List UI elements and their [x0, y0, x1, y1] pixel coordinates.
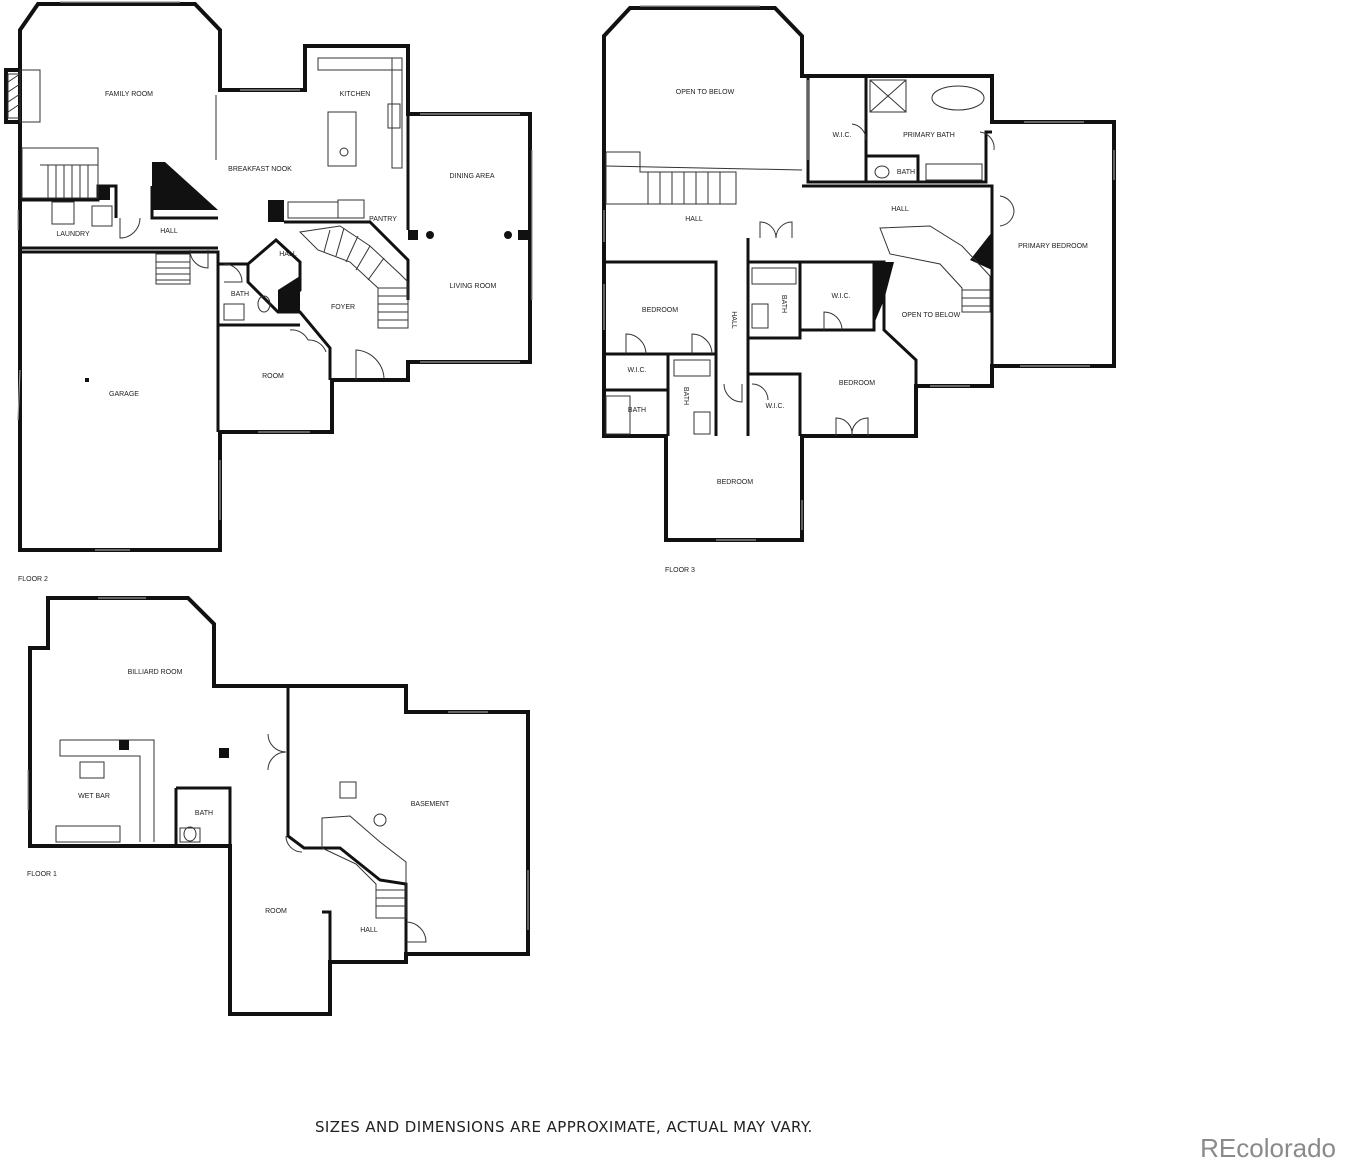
room-label: HALL — [730, 311, 737, 329]
wall-pillar-4 — [278, 276, 300, 312]
room-label: ROOM — [262, 373, 284, 380]
room-label: BREAKFAST NOOK — [228, 166, 292, 173]
room-label: BEDROOM — [717, 479, 753, 486]
room-label: BILLIARD ROOM — [128, 669, 183, 676]
disclaimer-text: SIZES AND DIMENSIONS ARE APPROXIMATE, AC… — [315, 1118, 813, 1136]
room-label: BEDROOM — [642, 307, 678, 314]
room-label: W.I.C. — [765, 403, 784, 410]
room-label: OPEN TO BELOW — [902, 312, 961, 319]
room-label: HALL — [360, 927, 378, 934]
room-label: W.I.C. — [627, 367, 646, 374]
floor-3-plan — [602, 5, 1116, 542]
floor-label: FLOOR 2 — [18, 576, 48, 583]
floor-label: FLOOR 1 — [27, 871, 57, 878]
wall-pillar-3 — [268, 200, 284, 222]
watermark-logo: REcolorado — [1200, 1133, 1336, 1163]
room-label: W.I.C. — [831, 293, 850, 300]
room-label: BATH — [897, 169, 915, 176]
room-label: BATH — [195, 810, 213, 817]
room-label: WET BAR — [78, 793, 110, 800]
room-label: BATH — [682, 387, 689, 405]
room-label: PANTRY — [369, 216, 397, 223]
room-label: HALL — [279, 251, 297, 258]
room-label: HALL — [160, 228, 178, 235]
floor-3-labels: OPEN TO BELOW W.I.C. PRIMARY BATH BATH H… — [627, 89, 1088, 574]
wall-pillar-5 — [874, 262, 894, 324]
wall-pillar-6 — [970, 232, 992, 270]
room-label: PRIMARY BATH — [903, 132, 955, 139]
wall-pillar-1 — [152, 162, 218, 210]
floor-1-labels: BILLIARD ROOM WET BAR BATH BASEMENT ROOM… — [27, 669, 450, 934]
floor-1-plan — [27, 596, 530, 1016]
floor-2-plan — [4, 1, 533, 552]
floor-label: FLOOR 3 — [665, 567, 695, 574]
room-label: DINING AREA — [449, 173, 494, 180]
wall-pillar-2 — [98, 186, 110, 200]
floor-plan: FAMILY ROOM KITCHEN BREAKFAST NOOK DININ… — [4, 1, 1116, 1016]
room-label: BATH — [231, 291, 249, 298]
room-label: HALL — [685, 216, 703, 223]
room-label: BATH — [628, 407, 646, 414]
room-label: PRIMARY BEDROOM — [1018, 243, 1088, 250]
room-label: LIVING ROOM — [450, 283, 497, 290]
room-label: BATH — [780, 295, 787, 313]
room-label: BEDROOM — [839, 380, 875, 387]
floor-2-labels: FAMILY ROOM KITCHEN BREAKFAST NOOK DININ… — [18, 91, 496, 583]
room-label: KITCHEN — [340, 91, 371, 98]
room-label: OPEN TO BELOW — [676, 89, 735, 96]
room-label: ROOM — [265, 908, 287, 915]
room-label: FOYER — [331, 304, 355, 311]
room-label: HALL — [891, 206, 909, 213]
room-label: GARAGE — [109, 391, 139, 398]
room-label: FAMILY ROOM — [105, 91, 153, 98]
room-label: BASEMENT — [411, 801, 450, 808]
room-label: W.I.C. — [832, 132, 851, 139]
room-label: LAUNDRY — [56, 231, 90, 238]
